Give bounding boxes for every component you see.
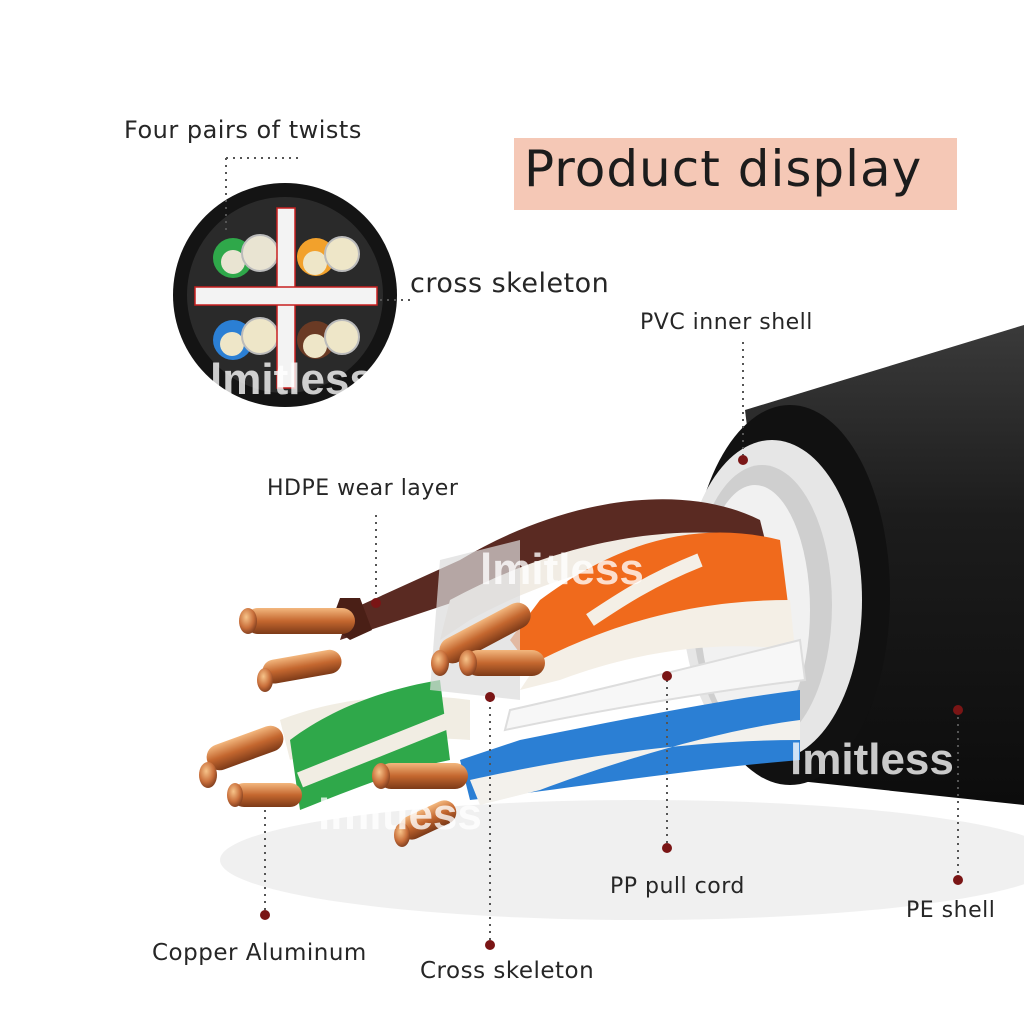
- label-cross-skeleton-top: cross skeleton: [410, 268, 610, 299]
- blue-pair: [213, 317, 279, 360]
- label-copper-aluminum: Copper Aluminum: [152, 940, 367, 966]
- label-pp-pull-cord: PP pull cord: [610, 874, 745, 899]
- label-pe-shell: PE shell: [906, 898, 996, 923]
- label-hdpe-wear-layer: HDPE wear layer: [267, 476, 459, 501]
- leader-dots: [260, 455, 963, 950]
- leader-lines: [225, 157, 959, 942]
- brown-pair: [297, 319, 360, 359]
- watermark: lmitless: [790, 735, 954, 784]
- orange-wire-pair: [510, 532, 795, 690]
- cross-section: [173, 183, 397, 407]
- watermark: lmitless: [480, 545, 644, 594]
- watermark: lmitless: [318, 790, 482, 839]
- page-title: Product display: [524, 140, 923, 198]
- green-pair: [213, 234, 279, 278]
- watermark: lmitless: [210, 355, 374, 404]
- green-wire-pair: [280, 680, 470, 810]
- blue-wire-pair: [460, 690, 800, 805]
- label-pvc-inner-shell: PVC inner shell: [640, 310, 813, 335]
- white-cord: [503, 638, 807, 732]
- orange-pair: [297, 236, 360, 276]
- title-banner: [514, 138, 957, 210]
- label-four-pairs: Four pairs of twists: [124, 116, 362, 144]
- label-cross-skeleton-bottom: Cross skeleton: [420, 958, 595, 984]
- copper-conductors: [199, 602, 545, 847]
